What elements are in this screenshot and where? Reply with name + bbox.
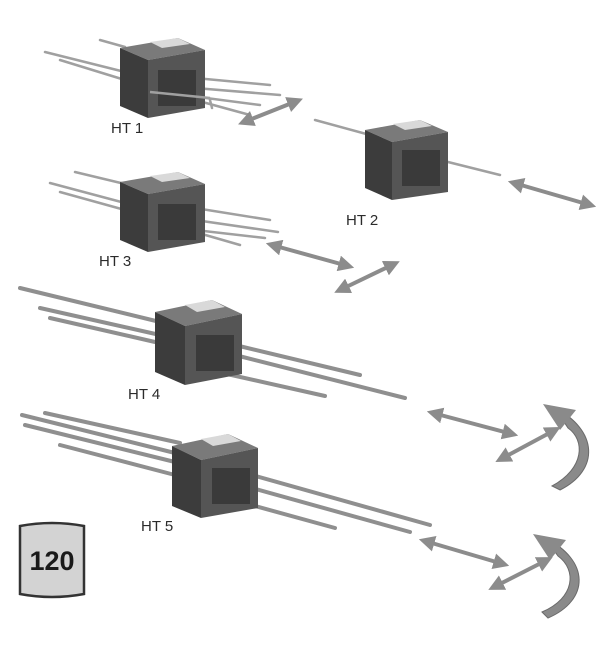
ht4-transformer — [18, 286, 407, 400]
ht5-label: HT 5 — [141, 518, 174, 535]
ht2-label: HT 2 — [346, 212, 379, 229]
page-number-badge: 120 — [29, 546, 75, 576]
double-arrow-icon — [238, 97, 303, 126]
curved-arrow-icon — [533, 534, 580, 619]
transformer-icon — [172, 434, 258, 518]
direction-arrows — [238, 97, 597, 590]
curved-arrow-icon — [543, 404, 590, 491]
double-arrow-icon — [507, 177, 597, 211]
transformer-icon — [120, 38, 211, 118]
double-arrow-icon — [488, 557, 553, 590]
double-arrow-icon — [265, 239, 355, 272]
double-arrow-icon — [426, 407, 519, 440]
ht5-transformer — [20, 411, 432, 534]
transformer-icon — [155, 300, 242, 385]
double-arrow-icon — [495, 426, 561, 463]
ht3-transformer — [48, 170, 280, 252]
transformer-icon — [120, 172, 205, 252]
page-badge-icon — [18, 521, 86, 599]
transformer-icon — [365, 120, 448, 200]
double-arrow-icon — [418, 536, 510, 569]
ht1-label: HT 1 — [111, 120, 144, 137]
ht3-label: HT 3 — [99, 253, 132, 270]
ht1-transformer — [43, 38, 282, 118]
ht4-pins — [18, 286, 407, 400]
ht2-transformer — [313, 118, 502, 200]
ht4-label: HT 4 — [128, 386, 161, 403]
double-arrow-icon — [334, 260, 400, 294]
